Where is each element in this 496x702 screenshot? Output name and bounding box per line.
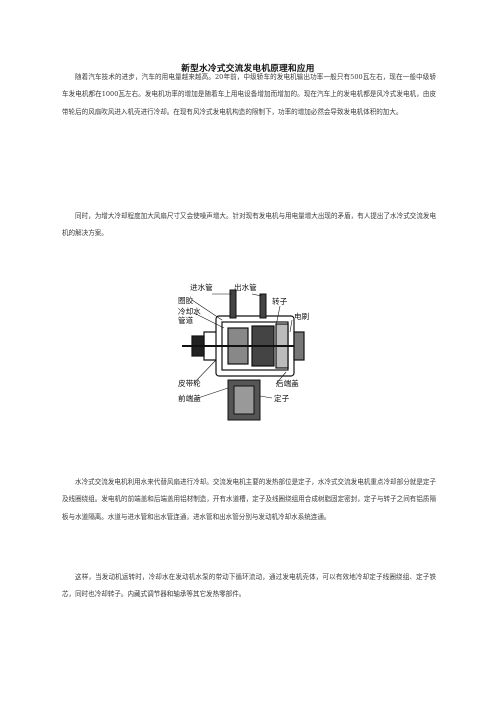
alternator-cross-section-diagram: 进水管 出水管 圈胶 冷却水 管道 转子 电刷 皮带轮 前端盖 后端盖 定子 — [178, 282, 309, 421]
label-pulley: 皮带轮 — [178, 378, 201, 388]
label-rear-cover: 后端盖 — [276, 378, 299, 388]
label-cooling: 冷却水 — [178, 306, 201, 316]
label-inlet: 进水管 — [190, 282, 213, 292]
paragraph-4: 这样，当发动机运转时，冷却水在发动机水泵的带动下循环流动，通过发电机壳体，可以有… — [62, 573, 436, 599]
paragraph-3: 水冷式交流发电机利用水来代替风扇进行冷却。交流发电机主要的发热部位是定子，水冷式… — [62, 478, 436, 521]
paragraph-2: 同时，为增大冷却程度加大风扇尺寸又会使噪声增大。针对现有发电机与用电量增大出现的… — [62, 212, 436, 238]
label-channel: 管道 — [178, 315, 194, 325]
label-coil: 圈胶 — [178, 295, 194, 305]
label-brush: 电刷 — [294, 311, 309, 321]
label-outlet: 出水管 — [234, 282, 257, 292]
label-front-cover: 前端盖 — [178, 393, 201, 403]
water-pipes — [229, 289, 267, 319]
label-rotor: 转子 — [272, 296, 288, 306]
leader-lines — [191, 293, 293, 399]
paragraph-1: 随着汽车技术的进步，汽车的用电量越来越高。20年前，中级轿车的发电机输出功率一般… — [62, 73, 436, 116]
document-title: 新型水冷式交流发电机原理和应用 — [181, 64, 315, 74]
label-stator: 定子 — [274, 393, 290, 403]
stator-block — [227, 379, 261, 421]
alternator-housing — [182, 315, 305, 377]
